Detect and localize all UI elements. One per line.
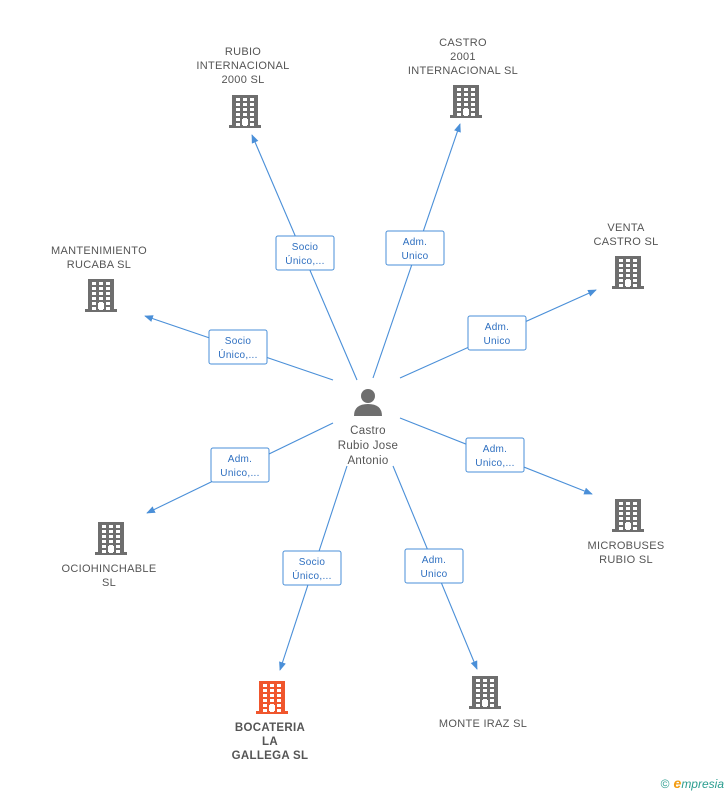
edge-ociohinchable[interactable]: Adm. Unico,...: [146, 422, 334, 514]
node-monte-iraz[interactable]: MONTE IRAZ SL: [439, 676, 527, 730]
node-label-ociohinchable-line-1: SL: [102, 577, 116, 589]
node-label-mantenimiento-rucaba-line-1: RUCABA SL: [67, 259, 131, 271]
edge-label-3-line-0: Socio: [225, 336, 252, 347]
edge-label-5-line-0: Adm.: [228, 454, 253, 465]
building-icon: [85, 279, 117, 312]
node-label-venta-castro-line-1: CASTRO SL: [593, 236, 658, 248]
edge-label-box[interactable]: [210, 447, 270, 483]
node-label-bocateria-la-gallega-line-2: GALLEGA SL: [232, 750, 309, 762]
node-label-monte-iraz-line-0: MONTE IRAZ SL: [439, 718, 527, 730]
edge-mantenimiento-rucaba[interactable]: SocioÚnico,...: [144, 315, 334, 381]
node-bocateria-la-gallega[interactable]: BOCATERIA LA GALLEGA SL: [232, 681, 309, 762]
edge-label-4-line-0: Adm.: [483, 444, 508, 455]
node-label-rubio-internacional-line-0: RUBIO: [225, 46, 261, 58]
edge-label-1-line-0: Adm.: [403, 237, 428, 248]
edge-monte-iraz[interactable]: Adm. Unico: [392, 465, 478, 670]
building-icon: [612, 256, 644, 289]
edge-label-5-line-1: Unico,...: [220, 468, 259, 479]
edge-label-box[interactable]: [275, 235, 335, 271]
edge-label-2-line-1: Unico: [483, 336, 510, 347]
center-label-line-2: Antonio: [347, 455, 388, 467]
edge-bocateria-la-gallega[interactable]: SocioÚnico,...: [279, 465, 348, 671]
person-icon: [354, 389, 382, 416]
node-rubio-internacional[interactable]: RUBIO INTERNACIONAL 2000 SL: [196, 46, 289, 128]
edge-rubio-internacional[interactable]: SocioÚnico,...: [251, 134, 358, 381]
edge-label-6-line-0: Adm.: [422, 555, 447, 566]
node-label-microbuses-rubio-line-0: MICROBUSES: [588, 540, 665, 552]
node-label-castro-2001-line-2: INTERNACIONAL SL: [408, 65, 518, 77]
node-label-microbuses-rubio-line-1: RUBIO SL: [599, 554, 653, 566]
edge-castro-2001[interactable]: Adm. Unico: [372, 123, 461, 379]
node-label-venta-castro-line-0: VENTA: [607, 222, 645, 234]
edge-label-1-line-1: Unico: [401, 251, 428, 262]
node-microbuses-rubio[interactable]: MICROBUSES RUBIO SL: [588, 499, 665, 566]
edge-label-4-line-1: Unico,...: [475, 458, 514, 469]
node-label-castro-2001-line-1: 2001: [450, 51, 476, 63]
center-label-line-1: Rubio Jose: [338, 440, 399, 452]
building-icon: [256, 681, 288, 714]
node-label-bocateria-la-gallega-line-0: BOCATERIA: [235, 722, 305, 734]
edge-label-box[interactable]: [385, 230, 445, 266]
edge-label-box[interactable]: [465, 437, 525, 473]
edge-label-6-line-1: Unico: [420, 569, 447, 580]
edge-label-7-line-1: Único,...: [292, 569, 331, 582]
edge-label-3-line-1: Único,...: [218, 348, 257, 361]
building-icon: [469, 676, 501, 709]
edge-label-box[interactable]: [282, 550, 342, 586]
node-label-ociohinchable-line-0: OCIOHINCHABLE: [62, 563, 157, 575]
node-label-rubio-internacional-line-1: INTERNACIONAL: [196, 60, 289, 72]
edge-microbuses-rubio[interactable]: Adm. Unico,...: [399, 417, 593, 495]
edge-label-2-line-0: Adm.: [485, 322, 510, 333]
edge-label-7-line-0: Socio: [299, 557, 326, 568]
edge-label-box[interactable]: [404, 548, 464, 584]
node-label-castro-2001-line-0: CASTRO: [439, 37, 487, 49]
node-ociohinchable[interactable]: OCIOHINCHABLE SL: [62, 522, 157, 589]
building-icon: [450, 85, 482, 118]
edges-layer: SocioÚnico,...Adm.UnicoAdm.UnicoSocioÚni…: [144, 123, 597, 671]
footer-brand: ©empresia: [661, 775, 724, 791]
node-label-rubio-internacional-line-2: 2000 SL: [221, 74, 264, 86]
node-label-bocateria-la-gallega-line-1: LA: [262, 736, 278, 748]
edge-label-box[interactable]: [208, 329, 268, 365]
edge-label-0-line-0: Socio: [292, 242, 319, 253]
node-venta-castro[interactable]: VENTA CASTRO SL: [593, 222, 658, 289]
center-label-line-0: Castro: [350, 425, 386, 437]
edge-label-0-line-1: Único,...: [285, 254, 324, 267]
node-label-mantenimiento-rucaba-line-0: MANTENIMIENTO: [51, 245, 147, 257]
nodes-layer: RUBIO INTERNACIONAL 2000 SL CASTRO 2001INTER…: [51, 37, 664, 762]
brand-name: mpresia: [681, 777, 724, 791]
brand-initial: e: [673, 775, 682, 791]
edge-label-box[interactable]: [467, 315, 527, 351]
node-mantenimiento-rucaba[interactable]: MANTENIMIENTO RUCABA SL: [51, 245, 147, 312]
edge-venta-castro[interactable]: Adm. Unico: [399, 289, 597, 379]
building-icon: [612, 499, 644, 532]
copyright-mark: ©: [660, 777, 670, 791]
building-icon: [95, 522, 127, 555]
building-icon: [229, 95, 261, 128]
